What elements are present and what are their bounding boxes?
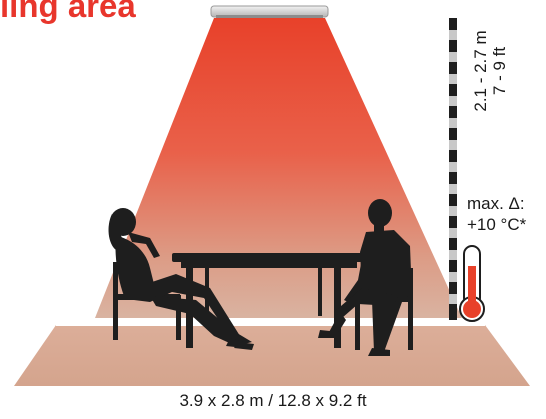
temperature-delta-title: max. Δ:	[467, 193, 546, 214]
temperature-delta-value: +10 °C*	[467, 214, 546, 235]
ceiling-heater-icon	[211, 6, 328, 18]
mounting-height-imperial: 7 - 9 ft	[490, 21, 509, 121]
thermometer-icon	[460, 246, 484, 321]
height-ruler-icon	[449, 18, 457, 320]
mounting-height-metric: 2.1 - 2.7 m	[471, 21, 490, 121]
heating-area-size: 3.9 x 2.8 m / 12.8 x 9.2 ft	[0, 390, 546, 412]
temperature-delta-label: max. Δ: +10 °C*	[467, 193, 546, 235]
floor-area	[14, 325, 530, 386]
page-title: ling area	[0, 0, 200, 26]
